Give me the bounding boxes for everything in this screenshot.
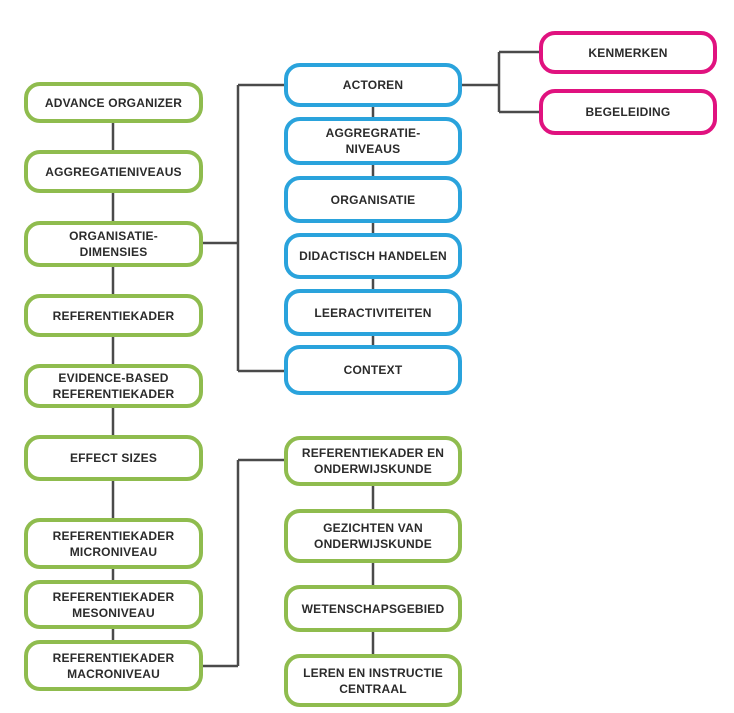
node-wetenschapsgebied: WETENSCHAPSGEBIED xyxy=(284,585,462,632)
node-effect-sizes: EFFECT SIZES xyxy=(24,435,203,481)
node-leeractiviteiten: LEERACTIVITEITEN xyxy=(284,289,462,336)
node-aggregatieniveaus: AGGREGATIENIVEAUS xyxy=(24,150,203,193)
node-didactisch-handelen: DIDACTISCH HANDELEN xyxy=(284,233,462,279)
node-organisatie-dimensies: ORGANISATIE- DIMENSIES xyxy=(24,221,203,267)
node-referentiekader-mesoniveau: REFERENTIEKADER MESONIVEAU xyxy=(24,580,203,629)
node-referentiekader-microniveau: REFERENTIEKADER MICRONIVEAU xyxy=(24,518,203,569)
node-referentiekader-en-onderwijskunde: REFERENTIEKADER EN ONDERWIJSKUNDE xyxy=(284,436,462,486)
node-referentiekader-macroniveau: REFERENTIEKADER MACRONIVEAU xyxy=(24,640,203,691)
node-kenmerken: KENMERKEN xyxy=(539,31,717,74)
node-context: CONTEXT xyxy=(284,345,462,395)
node-aggregratie-niveaus: AGGREGRATIE- NIVEAUS xyxy=(284,117,462,165)
node-organisatie: ORGANISATIE xyxy=(284,176,462,223)
node-actoren: ACTOREN xyxy=(284,63,462,107)
node-leren-en-instructie-centraal: LEREN EN INSTRUCTIE CENTRAAL xyxy=(284,654,462,707)
node-begeleiding: BEGELEIDING xyxy=(539,89,717,135)
node-gezichten-van-onderwijskunde: GEZICHTEN VAN ONDERWIJSKUNDE xyxy=(284,509,462,563)
node-advance-organizer: ADVANCE ORGANIZER xyxy=(24,82,203,123)
node-referentiekader: REFERENTIEKADER xyxy=(24,294,203,337)
node-evidence-based-referentiekader: EVIDENCE-BASED REFERENTIEKADER xyxy=(24,364,203,408)
